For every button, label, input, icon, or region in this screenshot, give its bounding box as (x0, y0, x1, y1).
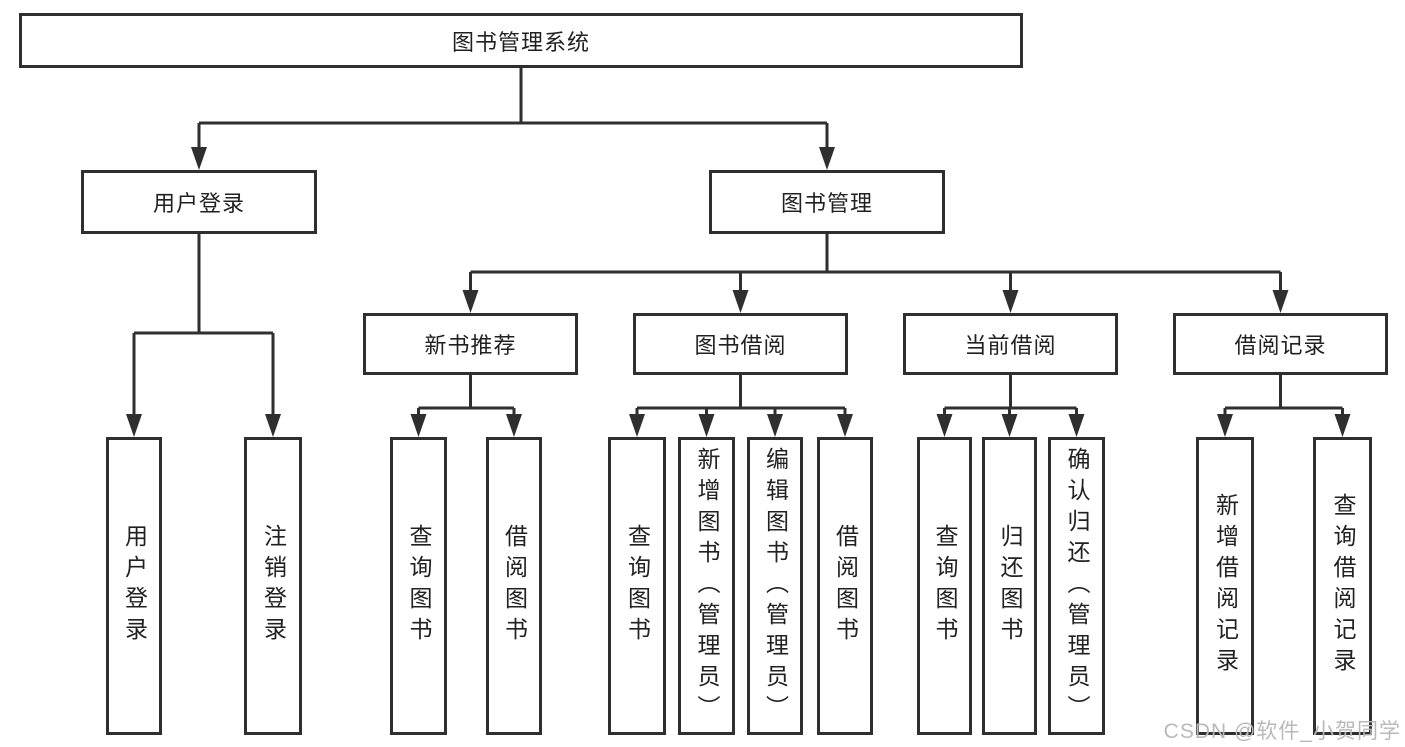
node-borrow-records: 借阅记录 (1173, 313, 1388, 375)
arrow-to-leaf-bb-add (698, 408, 715, 437)
connector-root-to-level2 (199, 68, 827, 125)
connector-borrowrecords-to-leaves (1225, 375, 1343, 410)
arrow-to-leaf-br-add (1217, 408, 1233, 437)
arrow-to-leaf-nb-borrow (506, 408, 522, 437)
arrow-to-leaf-cb-confirm (1068, 408, 1085, 437)
arrow-to-leaf-bb-query (629, 408, 645, 437)
node-current-borrow: 当前借阅 (903, 313, 1118, 375)
arrow-to-leaf-ul-logout (265, 333, 281, 437)
arrow-to-book-mgmt (819, 123, 835, 170)
leaf-logout: 注销登录 (244, 437, 302, 735)
leaf-current-query-books: 查询图书 (917, 437, 972, 735)
node-book-borrow-label: 图书借阅 (694, 333, 787, 358)
leaf-current-return-books-label: 归还图书 (997, 524, 1023, 648)
node-root-label: 图书管理系统 (451, 29, 590, 55)
leaf-records-add-record: 新增借阅记录 (1196, 437, 1254, 735)
arrow-to-leaf-ul-login (126, 333, 142, 437)
connector-currentborrow-to-leaves (944, 375, 1077, 410)
arrow-to-new-book-rec (462, 272, 479, 313)
connector-bookborrow-to-leaves (637, 375, 845, 410)
leaf-borrow-add-books: 新增图书（管理员） (678, 437, 735, 735)
node-book-management-label: 图书管理 (780, 191, 873, 216)
leaf-borrow-borrow-books-label: 借阅图书 (832, 524, 859, 648)
leaf-borrow-borrow-books: 借阅图书 (817, 437, 873, 735)
connector-userlogin-to-leaves (134, 234, 273, 335)
node-root: 图书管理系统 (19, 13, 1023, 68)
connector-bookmgmt-to-level3 (470, 234, 1281, 274)
leaf-borrow-query-books-label: 查询图书 (624, 524, 651, 648)
leaf-records-query-record: 查询借阅记录 (1313, 437, 1372, 735)
node-current-borrow-label: 当前借阅 (964, 333, 1057, 358)
leaf-newrec-query-books-label: 查询图书 (406, 524, 432, 648)
leaf-user-login-label: 用户登录 (121, 524, 148, 648)
node-user-login-label: 用户登录 (152, 191, 245, 216)
node-borrow-records-label: 借阅记录 (1234, 333, 1327, 358)
leaf-newrec-borrow-books-label: 借阅图书 (501, 524, 528, 648)
node-new-book-recommend-label: 新书推荐 (424, 333, 517, 358)
connector-newbookrec-to-leaves (418, 375, 514, 410)
arrow-to-leaf-br-query (1334, 408, 1351, 437)
leaf-logout-label: 注销登录 (260, 524, 287, 648)
leaf-newrec-query-books: 查询图书 (390, 437, 447, 735)
arrow-to-user-login (191, 123, 207, 170)
arrow-to-borrow-records (1272, 272, 1289, 313)
arrow-to-current-borrow (1002, 272, 1019, 313)
leaf-records-query-record-label: 查询借阅记录 (1330, 493, 1356, 679)
csdn-watermark: CSDN @软件_小贺同学 (1163, 720, 1401, 743)
arrow-to-leaf-cb-return (1001, 408, 1018, 437)
leaf-current-confirm-return-label: 确认归还（管理员） (1064, 446, 1090, 726)
leaf-current-confirm-return: 确认归还（管理员） (1048, 437, 1105, 735)
leaf-newrec-borrow-books: 借阅图书 (486, 437, 542, 735)
node-user-login: 用户登录 (81, 170, 317, 234)
leaf-current-query-books-label: 查询图书 (932, 524, 958, 648)
node-book-borrow: 图书借阅 (633, 313, 848, 375)
arrow-to-leaf-bb-borrow (837, 408, 853, 437)
leaf-borrow-edit-books: 编辑图书（管理员） (747, 437, 803, 735)
leaf-borrow-query-books: 查询图书 (608, 437, 666, 735)
arrow-to-leaf-cb-query (936, 408, 953, 437)
arrow-to-leaf-nb-query (410, 408, 427, 437)
leaf-user-login: 用户登录 (106, 437, 162, 735)
leaf-current-return-books: 归还图书 (982, 437, 1037, 735)
arrow-to-book-borrow (732, 272, 749, 313)
node-new-book-recommend: 新书推荐 (363, 313, 578, 375)
leaf-borrow-add-books-label: 新增图书（管理员） (694, 446, 720, 726)
arrow-to-leaf-bb-edit (767, 408, 783, 437)
leaf-records-add-record-label: 新增借阅记录 (1212, 493, 1239, 679)
node-book-management: 图书管理 (709, 170, 945, 234)
leaf-borrow-edit-books-label: 编辑图书（管理员） (762, 446, 789, 726)
